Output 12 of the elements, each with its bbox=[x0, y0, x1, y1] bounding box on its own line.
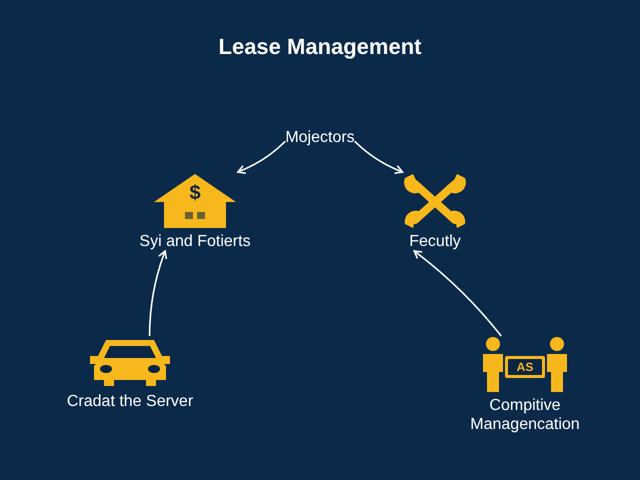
node-label: Fecutly bbox=[409, 232, 461, 251]
arrow bbox=[148, 250, 168, 336]
node-label: Syi and Fotierts bbox=[139, 232, 251, 251]
node-label: Compitive Managencation bbox=[469, 396, 581, 434]
arrow bbox=[354, 140, 404, 174]
arrow bbox=[413, 250, 502, 336]
node-label: Cradat the Server bbox=[66, 392, 194, 411]
sign-text: AS bbox=[516, 359, 534, 375]
node-label: Mojectors bbox=[285, 128, 355, 147]
arrow bbox=[237, 140, 286, 174]
dollar-sign: $ bbox=[188, 182, 202, 204]
diagram-title: Lease Management bbox=[218, 33, 422, 61]
